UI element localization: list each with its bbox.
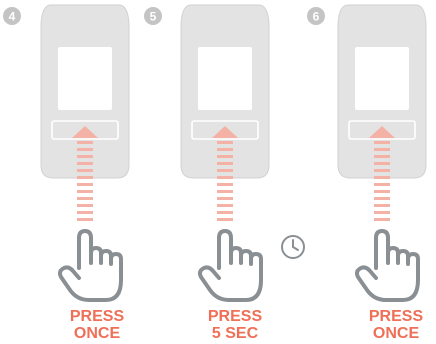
action-label-line2: 5 SEC	[212, 325, 259, 342]
step-badge: 6	[307, 7, 325, 25]
clock-icon	[282, 236, 304, 258]
step-number: 6	[313, 10, 320, 24]
step-number: 5	[150, 10, 157, 24]
thermostat-device-icon	[181, 5, 269, 178]
step-6: 6 PRESS ONCE	[307, 5, 426, 342]
step-5: 5 PRESS	[144, 5, 304, 342]
pointing-hand-icon	[60, 231, 121, 300]
thermostat-device-icon	[41, 5, 129, 178]
action-label-line1: PRESS	[208, 308, 263, 325]
action-label-line2: ONCE	[373, 325, 420, 342]
step-4: 4 PRESS ONCE	[3, 5, 129, 342]
action-label-line1: PRESS	[369, 308, 424, 325]
step-badge: 4	[3, 7, 21, 25]
action-label-line2: ONCE	[74, 325, 121, 342]
pointing-hand-icon	[200, 231, 261, 300]
step-number: 4	[9, 10, 16, 24]
thermostat-device-icon	[338, 5, 426, 178]
action-label-line1: PRESS	[70, 308, 125, 325]
pointing-hand-icon	[357, 231, 418, 300]
step-badge: 5	[144, 7, 162, 25]
